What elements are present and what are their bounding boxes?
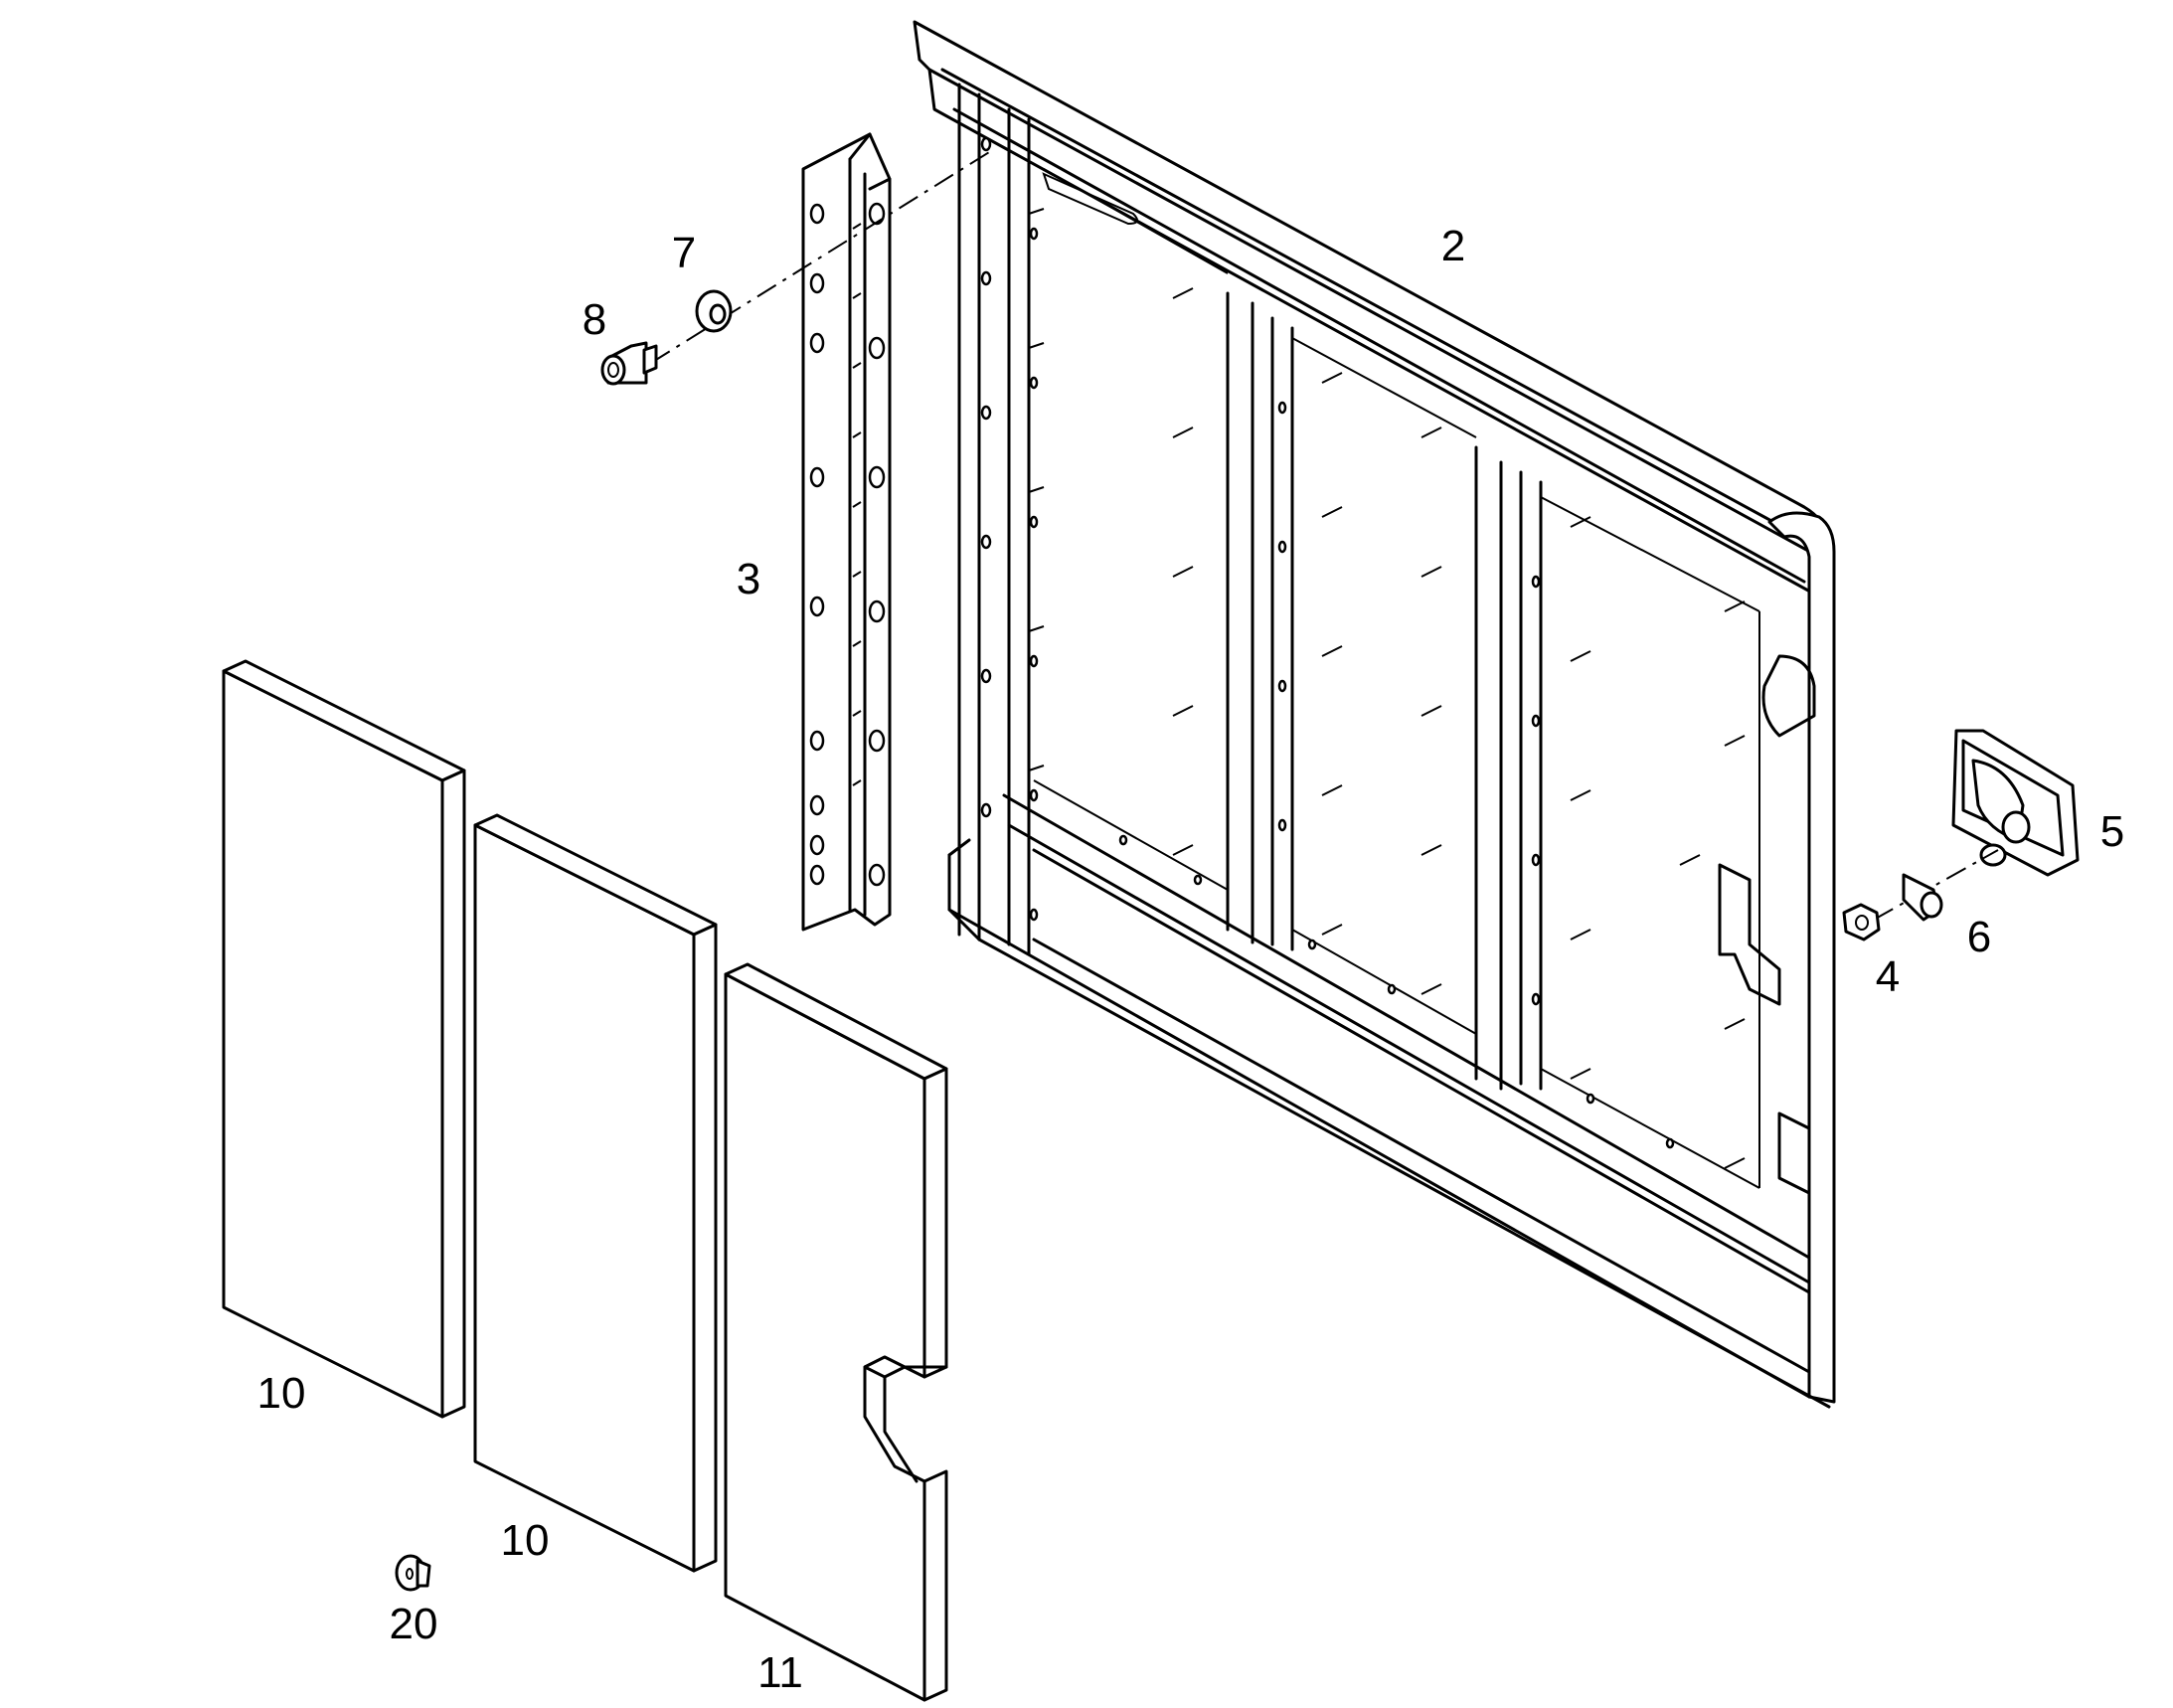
callout-label-20: 20 (389, 1600, 438, 1648)
insulation-panel-part-10-b (473, 813, 718, 1573)
callout-label-2: 2 (1440, 222, 1466, 270)
nut-part-4 (1842, 903, 1881, 941)
callout-label-10-a: 10 (256, 1369, 306, 1418)
callout-label-7: 7 (671, 229, 697, 277)
callout-label-4: 4 (1875, 952, 1901, 1001)
insulation-panel-part-10-a (222, 659, 466, 1419)
callout-label-5: 5 (2099, 807, 2125, 856)
hinge-strip-part-3 (801, 132, 892, 932)
washer-part-7 (695, 289, 733, 333)
assembly-axis-line (650, 148, 995, 364)
door-frame-part-2 (913, 20, 1836, 1409)
callout-label-6: 6 (1966, 913, 1992, 961)
callout-label-10-b: 10 (500, 1516, 550, 1565)
clip-part-20 (395, 1554, 431, 1592)
latch-cam-part-6 (1902, 873, 1943, 922)
bolt-part-8 (600, 341, 658, 386)
callout-label-11: 11 (757, 1648, 803, 1697)
callout-label-8: 8 (582, 295, 607, 344)
insulation-panel-part-11 (724, 962, 948, 1702)
callout-label-3: 3 (736, 555, 761, 603)
latch-handle-part-5 (1951, 729, 2080, 877)
